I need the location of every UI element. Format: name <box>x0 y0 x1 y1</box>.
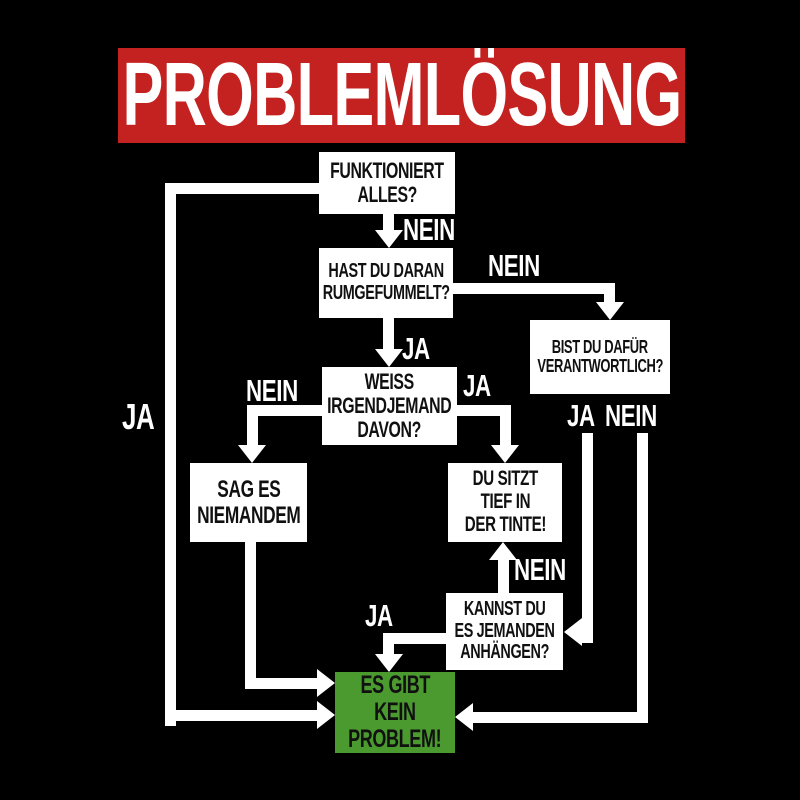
node-line: SAG ES <box>216 475 281 503</box>
connector-knows-ja-h <box>457 405 511 416</box>
node-verantwortlich: BIST DU DAFÜR VERANTWORTLICH? <box>530 320 670 394</box>
connector-start-ja-vertical <box>165 183 176 726</box>
edge-label-start-nein: NEIN <box>403 212 455 247</box>
arrowhead-right-icon <box>317 701 335 729</box>
node-sag-es-niemandem: SAG ES NIEMANDEM <box>190 463 307 542</box>
node-rumgefummelt: HAST DU DARAN RUMGEFUMMELT? <box>319 248 453 318</box>
node-line: NIEMANDEM <box>196 501 301 529</box>
arrowhead-down-icon <box>375 230 403 248</box>
node-line: PROBLEM! <box>348 725 442 753</box>
connector-blame-ja-v <box>383 633 394 656</box>
arrowhead-up-icon <box>489 542 517 560</box>
edge-label-responsible-nein: NEIN <box>605 398 657 433</box>
connector-knows-nein-v <box>247 405 258 447</box>
arrowhead-down-icon <box>491 445 519 463</box>
connector-responsible-ja <box>582 433 593 643</box>
node-kein-problem: ES GIBT KEIN PROBLEM! <box>335 672 455 753</box>
edge-label-tampered-nein: NEIN <box>488 248 540 283</box>
arrowhead-down-icon <box>375 654 403 672</box>
node-line: FUNKTIONIERT <box>330 158 444 184</box>
connector-responsible-nein-v <box>637 433 648 723</box>
node-weiss-irgendjemand: WEISS IRGENDJEMAND DAVON? <box>322 367 457 445</box>
connector-start-ja-bottom <box>176 710 317 721</box>
connector-responsible-nein-h <box>473 712 648 723</box>
node-line: KANNST DU <box>463 598 546 621</box>
connector-tampered-ja <box>383 316 394 350</box>
arrowhead-right-icon <box>317 669 335 697</box>
connector-tell-h <box>245 678 319 689</box>
node-line: ES JEMANDEN <box>454 619 555 642</box>
connector-knows-ja-v <box>500 405 511 447</box>
connector-start-nein <box>383 212 394 234</box>
edge-label-blame-nein: NEIN <box>514 552 566 587</box>
edge-label-tampered-ja: JA <box>402 331 430 366</box>
connector-tampered-nein-h <box>453 283 615 294</box>
edge-label-start-ja: JA <box>122 396 155 437</box>
node-line: ANHÄNGEN? <box>460 641 549 664</box>
connector-blame-nein <box>498 558 509 595</box>
connector-tampered-nein-v <box>604 283 615 304</box>
node-line: DER TINTE! <box>464 512 546 536</box>
node-line: ES GIBT <box>360 671 430 699</box>
edge-label-knows-nein: NEIN <box>246 373 298 408</box>
node-line: KEIN <box>374 698 416 726</box>
node-line: WEISS <box>364 369 415 395</box>
node-tief-in-der-tinte: DU SITZT TIEF IN DER TINTE! <box>448 463 562 542</box>
node-line: DAVON? <box>357 416 422 442</box>
node-jemanden-anhaengen: KANNST DU ES JEMANDEN ANHÄNGEN? <box>446 593 563 670</box>
node-line: RUMGEFUMMELT? <box>322 282 450 304</box>
arrowhead-down-icon <box>375 349 403 367</box>
title-banner: PROBLEMLÖSUNG <box>118 44 685 145</box>
node-line: BIST DU DAFÜR <box>551 336 649 357</box>
connector-start-ja-top <box>165 183 319 194</box>
node-line: VERANTWORTLICH? <box>537 356 663 376</box>
edge-label-knows-ja: JA <box>463 368 491 403</box>
connector-blame-ja-h <box>383 633 446 644</box>
page-title: PROBLEMLÖSUNG <box>122 44 682 145</box>
arrowhead-left-icon <box>564 618 582 646</box>
node-line: DU SITZT <box>472 467 538 491</box>
edge-label-responsible-ja: JA <box>567 398 595 433</box>
node-line: IRGENDJEMAND <box>327 393 452 419</box>
node-line: HAST DU DARAN <box>328 260 444 283</box>
connector-knows-nein-h <box>247 405 322 416</box>
node-line: ALLES? <box>357 182 417 207</box>
arrowhead-left-icon <box>455 703 473 731</box>
edge-label-blame-ja: JA <box>365 598 393 633</box>
arrowhead-down-icon <box>238 445 266 463</box>
arrowhead-down-icon <box>596 302 624 320</box>
connector-tell-v <box>245 542 256 689</box>
node-funktioniert-alles: FUNKTIONIERT ALLES? <box>319 152 455 214</box>
node-line: TIEF IN <box>480 490 530 514</box>
